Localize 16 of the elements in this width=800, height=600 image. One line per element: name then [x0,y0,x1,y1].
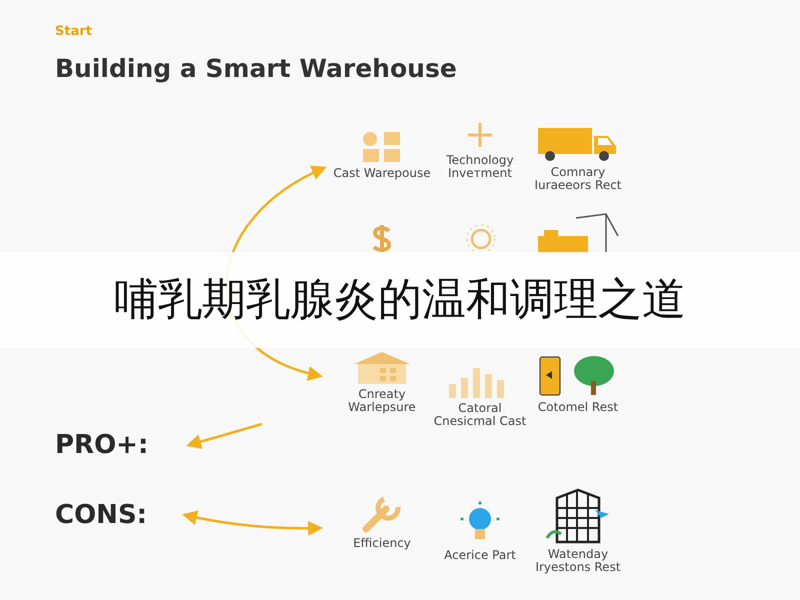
item-label: Efficiency [353,537,411,550]
item-label: Watenday Iryestons Rest [534,548,622,574]
item-label: Cotomel Rest [538,401,618,414]
section-heading: CONS: [55,498,148,532]
curved-arrow [182,510,323,536]
section-heading: PRO+: [55,428,148,462]
start-label: Start [55,23,92,41]
item-label: Acerice Part [444,549,516,562]
title: Building a Smart Warehouse [55,53,457,85]
item-label: Catoral Cnesicmal Cast [432,402,528,428]
curved-arrow [186,422,262,449]
item-label: Cnreaty Warlepsure [347,388,417,414]
item-label: Cast Warepouse [333,167,431,180]
banner-title: 哺乳期乳腺炎的温和调理之道 [114,273,686,327]
item-label: Technology Inveтment [445,154,515,180]
item-label: Comnary Iuraeeors Rect [533,166,623,192]
